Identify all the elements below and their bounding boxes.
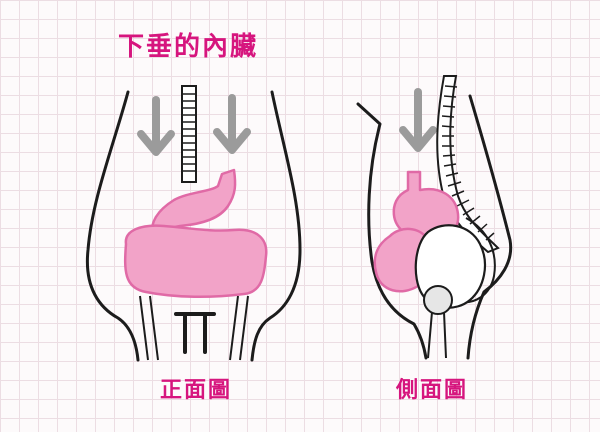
down-arrow-icon <box>399 88 437 152</box>
side-body-outline-back <box>466 94 513 360</box>
front-right-femur <box>229 295 249 361</box>
pelvis-icon <box>174 312 216 354</box>
side-body-outline-front <box>356 102 428 360</box>
diagram-title: 下垂的內臟 <box>118 32 259 62</box>
front-left-femur <box>139 295 159 361</box>
front-view <box>85 85 302 362</box>
down-arrow-icon <box>137 96 175 156</box>
intestine-icon <box>123 224 268 299</box>
pelvis-icon <box>423 285 453 359</box>
front-view-caption: 正面圖 <box>160 378 233 403</box>
front-body-outline-right <box>250 90 302 362</box>
side-view-caption: 側面圖 <box>396 378 469 403</box>
side-view <box>356 75 513 360</box>
spine-icon <box>181 85 197 183</box>
side-back-organ <box>459 217 496 304</box>
down-arrow-icon <box>213 94 251 154</box>
front-body-outline-left <box>85 90 140 362</box>
